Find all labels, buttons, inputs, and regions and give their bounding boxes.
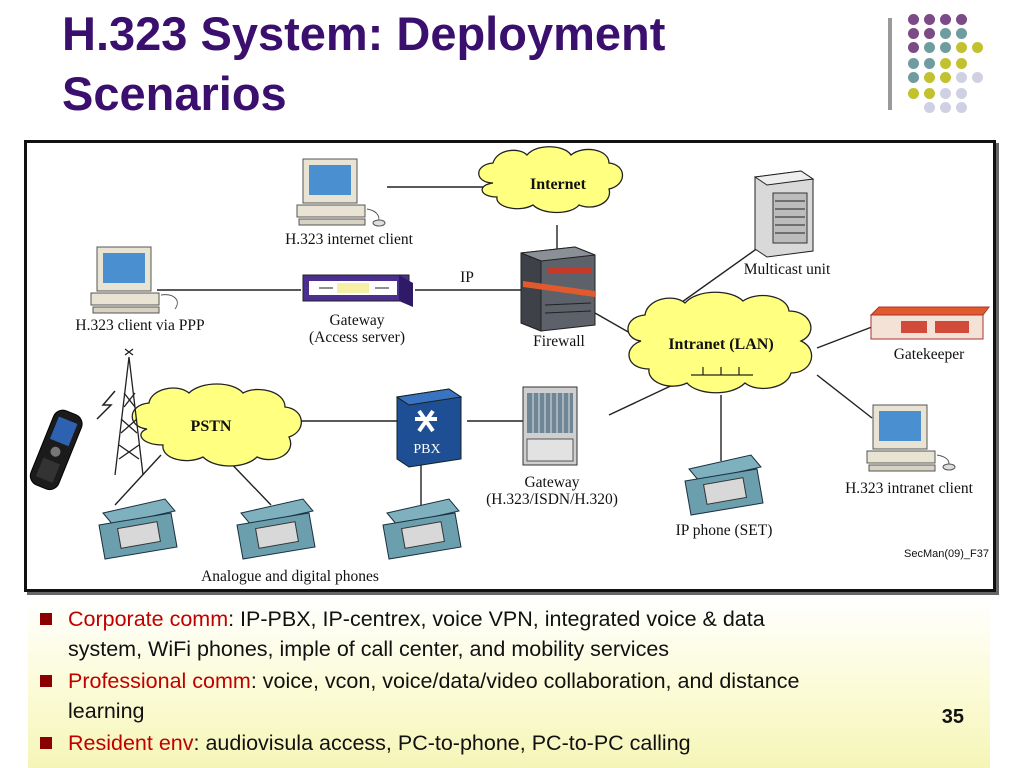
multicast-label: Multicast unit [744, 261, 831, 278]
ip-phone-icon [684, 454, 764, 516]
internet-client-pc-icon [296, 158, 386, 227]
pbx-label: PBX [413, 442, 440, 457]
internet-label: Internet [530, 176, 587, 193]
pstn-cloud: PSTN [131, 383, 302, 467]
gatekeeper-icon [869, 306, 990, 340]
access-server-gateway-icon [302, 274, 413, 307]
bullet-marker [40, 675, 52, 687]
intranet-cloud: Intranet (LAN) [627, 291, 813, 394]
digital-phone-icon-1 [236, 498, 316, 560]
bullet-marker [40, 737, 52, 749]
firewall-label: Firewall [533, 333, 585, 350]
bullet-professional: Professional comm: voice, vcon, voice/da… [36, 666, 948, 726]
mobile-phone-icon [29, 409, 83, 491]
bullet-professional-highlight: Professional comm [68, 669, 251, 693]
bullet-resident-highlight: Resident env [68, 731, 194, 755]
bullet-corporate-highlight: Corporate comm [68, 607, 229, 631]
ppp-client-pc-icon [90, 246, 178, 314]
access-gateway-label-1: Gateway [329, 312, 384, 329]
isdn-gateway-icon [522, 386, 578, 466]
ppp-client-label: H.323 client via PPP [75, 317, 204, 334]
intranet-client-pc-icon [866, 404, 956, 472]
bullet-corporate: Corporate comm: IP-PBX, IP-centrex, voic… [36, 604, 948, 664]
signal-bolt-icon [96, 390, 116, 420]
access-gateway-label-2: (Access server) [309, 329, 405, 346]
bullet-list: Corporate comm: IP-PBX, IP-centrex, voic… [28, 598, 990, 768]
internet-client-label: H.323 internet client [285, 231, 414, 248]
bullet-professional-text-2: learning [68, 699, 145, 723]
bullet-resident-text-1: : audiovisula access, PC-to-phone, PC-to… [193, 731, 691, 755]
bullet-professional-text-1: : voice, vcon, voice/data/video collabor… [250, 669, 800, 693]
bullet-corporate-text-1: : IP-PBX, IP-centrex, voice VPN, integra… [228, 607, 765, 631]
ip-label: IP [460, 269, 474, 286]
network-diagram: Internet Intranet (LAN) PSTN H.323 inter… [24, 140, 996, 592]
slide-title: H.323 System: Deployment Scenarios [62, 7, 666, 120]
digital-phone-icon-2 [382, 498, 462, 560]
bullet-marker [40, 613, 52, 625]
phones-label: Analogue and digital phones [201, 568, 379, 585]
pbx-icon: PBX [395, 388, 463, 468]
bullet-resident: Resident env: audiovisula access, PC-to-… [36, 728, 948, 758]
bullet-corporate-text-2: system, WiFi phones, imple of call cente… [68, 637, 670, 661]
analogue-phone-icon-1 [98, 498, 178, 560]
multicast-unit-icon [753, 170, 815, 258]
firewall-icon [520, 246, 596, 332]
pstn-label: PSTN [191, 418, 232, 435]
intranet-label: Intranet (LAN) [668, 336, 773, 353]
figure-id-label: SecMan(09)_F37 [904, 548, 989, 560]
ip-phone-label: IP phone (SET) [676, 522, 773, 539]
page-number: 35 [941, 706, 964, 728]
gatekeeper-label: Gatekeeper [894, 346, 965, 363]
isdn-gateway-label-2: (H.323/ISDN/H.320) [486, 491, 618, 508]
title-divider [888, 18, 892, 110]
internet-cloud: Internet [478, 146, 624, 214]
intranet-client-label: H.323 intranet client [845, 480, 974, 497]
isdn-gateway-label-1: Gateway [524, 474, 579, 491]
radio-tower-icon [114, 348, 144, 476]
